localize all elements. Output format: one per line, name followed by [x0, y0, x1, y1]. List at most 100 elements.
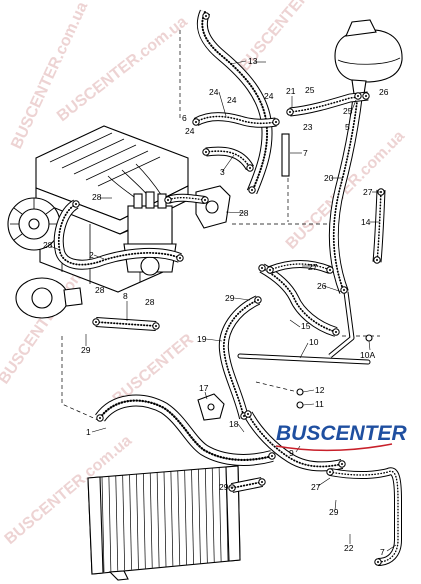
- hose-clamp-screw: [95, 321, 97, 323]
- hose-29-texture: [231, 481, 263, 489]
- hose-clamp-screw: [341, 463, 343, 465]
- callout-10: 10: [309, 337, 319, 347]
- hose-clamp-screw: [335, 331, 337, 333]
- radiator-fin: [136, 474, 139, 569]
- hose-clamp-screw: [205, 15, 207, 17]
- leader-line: [221, 154, 235, 173]
- radiator-fin: [184, 470, 188, 565]
- callout-10a: 10A: [360, 350, 375, 360]
- expansion-tank-body: [334, 29, 403, 83]
- hoses: [53, 9, 402, 566]
- hose-clamp-screw: [329, 269, 331, 271]
- buscenter-logo: BUSCENTER: [275, 422, 408, 452]
- hose-clamp-screw: [251, 189, 253, 191]
- hose-clamp-screw: [329, 471, 331, 473]
- hose-20-texture: [332, 93, 359, 293]
- callout-17: 17: [199, 383, 209, 393]
- hose-clamp-screw: [269, 269, 271, 271]
- callout-3: 3: [220, 167, 225, 177]
- callout-24: 24: [227, 95, 237, 105]
- hose-7-texture: [329, 470, 399, 563]
- coolant-pipes: [237, 133, 373, 409]
- thermostat-cap: [205, 200, 219, 214]
- hose-clamp-screw: [179, 257, 181, 259]
- leader-line: [229, 60, 247, 65]
- callout-11: 11: [315, 399, 324, 409]
- hose-29: [231, 477, 263, 493]
- thermostat-housing: [195, 185, 231, 229]
- logo-text: BUSCENTER: [276, 422, 408, 445]
- callout-28: 28: [145, 297, 155, 307]
- leader-line: [91, 427, 107, 433]
- leader-line: [93, 254, 105, 260]
- bolt-10a: [365, 334, 373, 342]
- leader-line: [334, 499, 337, 511]
- hose-clamp-screw: [271, 455, 273, 457]
- carburetor-stack: [133, 193, 143, 209]
- expansion-tank-seam: [337, 57, 401, 65]
- radiator-fin: [198, 469, 201, 564]
- radiator-fin: [170, 471, 174, 566]
- callout-22: 22: [344, 543, 354, 553]
- hose-21: [289, 91, 369, 117]
- hose-clamp-screw: [167, 199, 169, 201]
- hose-clamp-screw: [205, 151, 207, 153]
- hose-clamp-screw: [231, 487, 233, 489]
- pipe-26: [329, 291, 354, 358]
- hose-3-texture: [205, 150, 251, 169]
- radiator-fins: [101, 466, 229, 573]
- radiator-fin: [142, 473, 146, 569]
- hose-1-texture: [98, 399, 274, 462]
- callout-15: 15: [301, 321, 311, 331]
- callout-25: 25: [305, 85, 315, 95]
- hose-clamp-screw: [261, 267, 263, 269]
- leader-line: [205, 338, 223, 342]
- pipe-7: [281, 133, 290, 177]
- hose-clamp-screw: [357, 95, 359, 97]
- distributor-cap: [140, 256, 160, 276]
- callout-24: 24: [209, 87, 219, 97]
- hose-2: [53, 199, 182, 270]
- callout-1: 1: [86, 427, 91, 437]
- radiator-fin: [129, 474, 132, 570]
- callout-26: 26: [379, 87, 389, 97]
- leader-line: [317, 477, 331, 487]
- radiator-side-tank: [225, 465, 241, 562]
- hose-clamp-screw: [155, 325, 157, 327]
- leader-line: [299, 342, 309, 359]
- radiator-fin: [218, 467, 222, 562]
- hose-clamp-screw: [257, 299, 259, 301]
- water-pump: [15, 277, 83, 319]
- hose-clamp-screw: [275, 121, 277, 123]
- callout-21: 21: [286, 86, 296, 96]
- hose-clamp-screw: [377, 561, 379, 563]
- logo-swoosh: [275, 443, 393, 452]
- hose-clamp-screw: [99, 417, 101, 419]
- bolt-12: [296, 388, 304, 396]
- callout-7: 7: [380, 547, 385, 557]
- hose-3: [205, 146, 254, 171]
- radiator-fin: [122, 475, 126, 571]
- hose-9: [243, 411, 344, 472]
- alternator-fins: [10, 198, 58, 241]
- reference-lines: [61, 30, 380, 421]
- hose-7-body: [329, 468, 401, 565]
- hose-7: [329, 467, 402, 566]
- leader-line: [225, 211, 245, 214]
- hose-6-texture: [195, 115, 277, 125]
- hose-26: [268, 260, 332, 274]
- hose-clamp-screw: [204, 199, 206, 201]
- hose-1: [95, 394, 274, 466]
- callout-5: 5: [345, 122, 350, 132]
- callout-28: 28: [239, 208, 249, 218]
- expansion-tank-cap: [345, 19, 377, 37]
- hose-20: [328, 93, 363, 294]
- watermarks: BUSCENTER.com.ua BUSCENTER.com.ua BUSCEN…: [0, 0, 408, 548]
- radiator-side-tank: [87, 476, 104, 575]
- leader-line: [302, 389, 315, 393]
- radiator: [87, 465, 241, 581]
- leader-line: [289, 319, 301, 328]
- radiator-bracket: [108, 570, 129, 581]
- hose-21-texture: [289, 95, 369, 113]
